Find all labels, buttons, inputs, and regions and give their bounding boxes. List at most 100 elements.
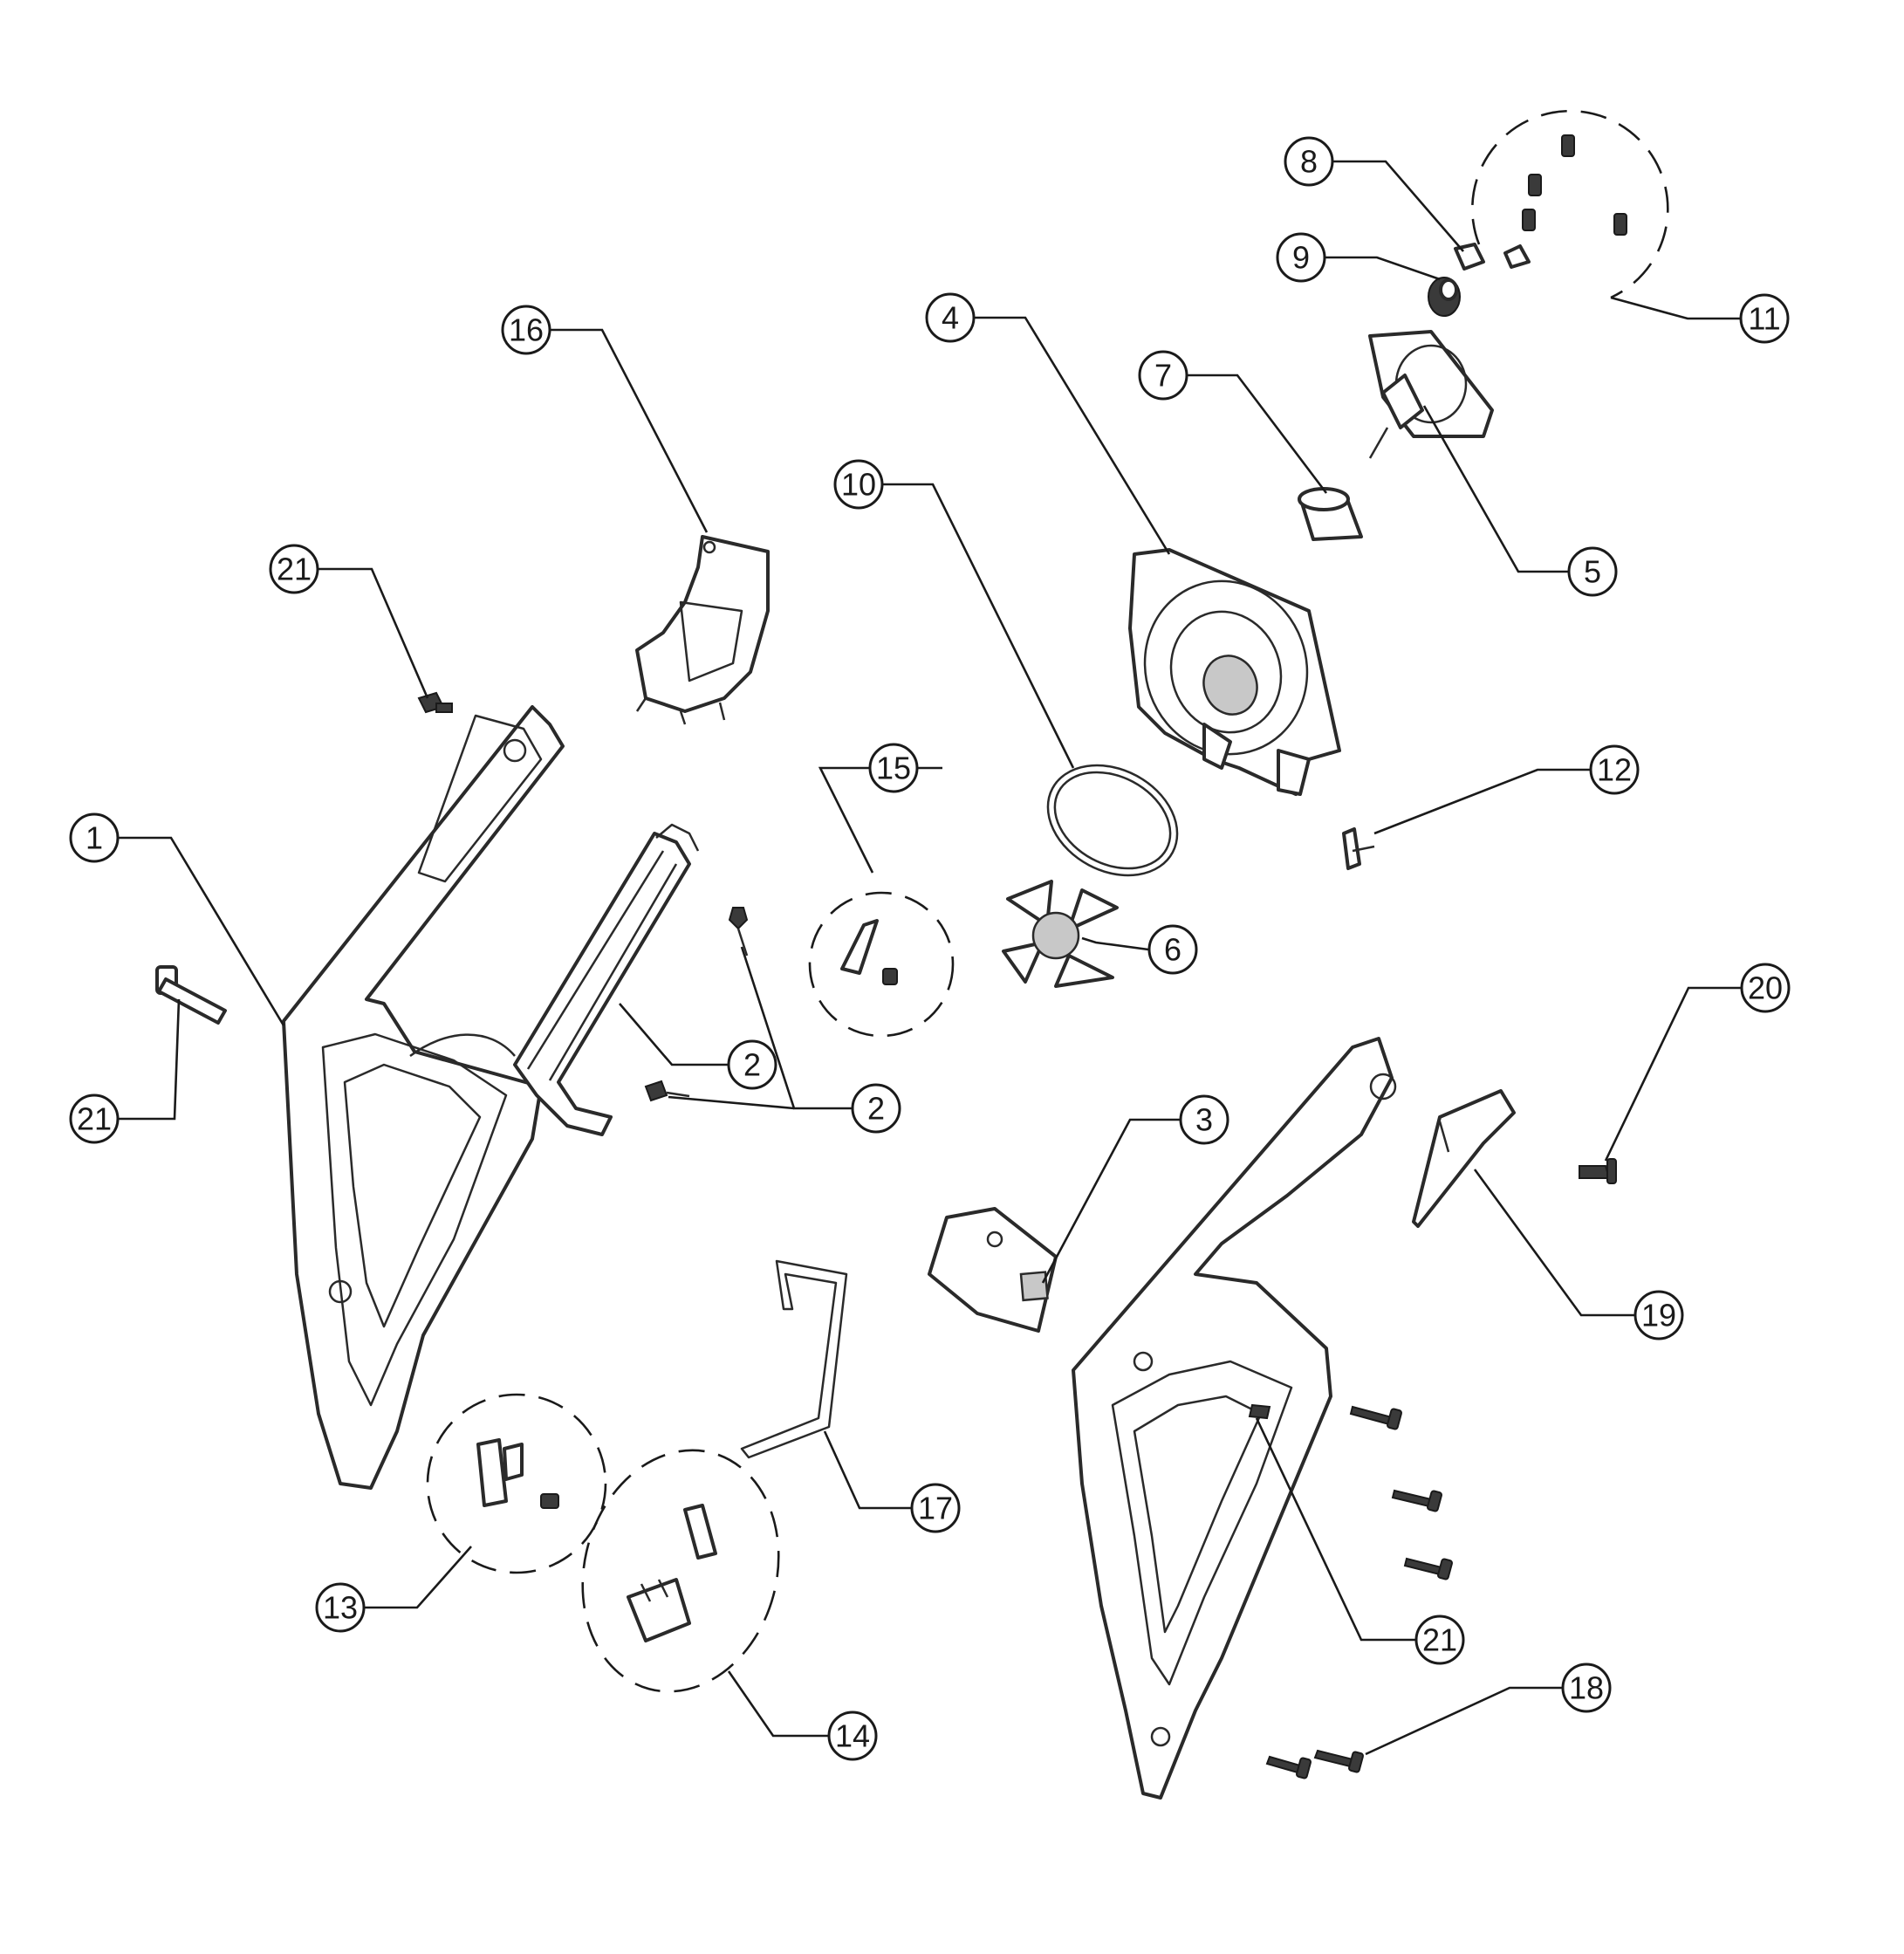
cylinder-part <box>1298 487 1363 541</box>
callout-20: 20 <box>1740 963 1791 1013</box>
hinge-kit-13-group <box>426 1393 607 1574</box>
svg-text:4: 4 <box>942 300 959 336</box>
svg-text:20: 20 <box>1748 970 1783 1006</box>
callout-16: 16 <box>501 305 551 355</box>
leader-20 <box>1604 986 1741 1162</box>
callout-8: 8 <box>1284 136 1334 187</box>
svg-text:21: 21 <box>1422 1622 1457 1658</box>
leader-10 <box>883 483 1075 769</box>
svg-text:17: 17 <box>918 1491 953 1526</box>
leader-21b <box>294 567 429 699</box>
callout-21b: 21 <box>269 544 319 594</box>
top-bracket-part <box>635 535 770 725</box>
svg-text:7: 7 <box>1154 358 1172 394</box>
leader-5 <box>1422 405 1568 573</box>
screw-2a <box>728 907 749 956</box>
leader-2a <box>619 1003 728 1066</box>
fan-part <box>1002 880 1119 988</box>
screw-21-top <box>417 691 453 714</box>
callout-10: 10 <box>833 459 884 510</box>
callout-4: 4 <box>925 292 976 343</box>
svg-text:8: 8 <box>1300 144 1318 180</box>
screw-20 <box>1579 1158 1617 1184</box>
callout-6: 6 <box>1147 924 1198 975</box>
callout-3: 3 <box>1179 1094 1229 1145</box>
leader-14 <box>727 1670 828 1738</box>
callout-14: 14 <box>827 1711 878 1761</box>
screw-21-right-3 <box>1403 1557 1453 1580</box>
plug-kit-14-group <box>581 1449 780 1693</box>
callout-12: 12 <box>1589 744 1640 795</box>
svg-text:10: 10 <box>841 467 876 503</box>
leader-19 <box>1473 1169 1634 1317</box>
svg-text:15: 15 <box>876 751 911 786</box>
leader-18 <box>1365 1686 1562 1756</box>
leader-9 <box>1325 256 1441 281</box>
screw-21-right-2 <box>1391 1489 1442 1512</box>
callout-21a: 21 <box>69 1094 120 1144</box>
screw-2b <box>644 1080 690 1102</box>
callout-7: 7 <box>1138 350 1188 401</box>
leader-13 <box>365 1546 472 1609</box>
leader-7 <box>1188 374 1328 494</box>
svg-text:21: 21 <box>277 552 312 587</box>
svg-text:3: 3 <box>1195 1102 1213 1138</box>
svg-text:2: 2 <box>867 1091 885 1127</box>
fitting-9 <box>1428 277 1461 317</box>
svg-text:14: 14 <box>835 1718 870 1754</box>
svg-text:12: 12 <box>1597 752 1632 788</box>
screw-18b <box>1313 1749 1364 1773</box>
screw-21-right-4 <box>1248 1403 1271 1420</box>
callout-1: 1 <box>69 812 120 863</box>
svg-text:1: 1 <box>86 820 103 856</box>
leader-3 <box>1041 1118 1180 1284</box>
leader-6 <box>1081 936 1149 951</box>
callout-5: 5 <box>1567 546 1618 597</box>
callout-13: 13 <box>315 1582 366 1633</box>
svg-text:5: 5 <box>1584 554 1601 590</box>
callout-19: 19 <box>1633 1290 1684 1340</box>
clip-part <box>1342 827 1375 870</box>
ring-part <box>1046 764 1179 877</box>
callout-18: 18 <box>1561 1663 1612 1713</box>
motor-part <box>1368 330 1494 459</box>
lever-kit-15-group <box>808 891 955 1038</box>
leader-21a <box>94 998 181 1121</box>
svg-text:6: 6 <box>1164 932 1181 968</box>
screw-kit-11-group <box>1471 109 1669 299</box>
pin-21-left <box>155 965 227 1025</box>
motor-housing-part <box>1128 548 1341 796</box>
screw-18a <box>1265 1755 1312 1779</box>
leader-lines <box>94 160 1741 1756</box>
callout-17: 17 <box>910 1483 961 1533</box>
leader-12 <box>1373 768 1590 835</box>
svg-text:19: 19 <box>1641 1298 1676 1334</box>
rail-bracket-part <box>513 823 700 1136</box>
right-frame-part <box>1072 1037 1397 1800</box>
svg-text:16: 16 <box>509 312 544 348</box>
left-frame-part <box>282 705 565 1490</box>
leader-11 <box>1610 296 1740 320</box>
small-housing-part <box>928 1207 1058 1333</box>
leader-17 <box>823 1430 911 1510</box>
svg-text:2: 2 <box>743 1047 761 1083</box>
callout-15: 15 <box>868 743 919 793</box>
callout-21c: 21 <box>1414 1615 1465 1665</box>
svg-text:18: 18 <box>1569 1670 1604 1706</box>
svg-text:13: 13 <box>323 1590 358 1626</box>
leader-8 <box>1333 160 1464 252</box>
svg-text:21: 21 <box>77 1101 112 1137</box>
rod-part <box>740 1259 848 1459</box>
callout-11: 11 <box>1739 293 1790 344</box>
callout-9: 9 <box>1276 232 1326 283</box>
callout-2a: 2 <box>727 1039 777 1090</box>
svg-text:11: 11 <box>1748 301 1780 337</box>
leader-16 <box>551 328 709 533</box>
leader-1 <box>119 836 285 1026</box>
fitting-8 <box>1454 243 1531 271</box>
leader-2c <box>668 1095 795 1110</box>
svg-text:9: 9 <box>1292 240 1310 276</box>
leader-4 <box>975 316 1171 555</box>
curved-plate-part <box>1412 1089 1516 1228</box>
